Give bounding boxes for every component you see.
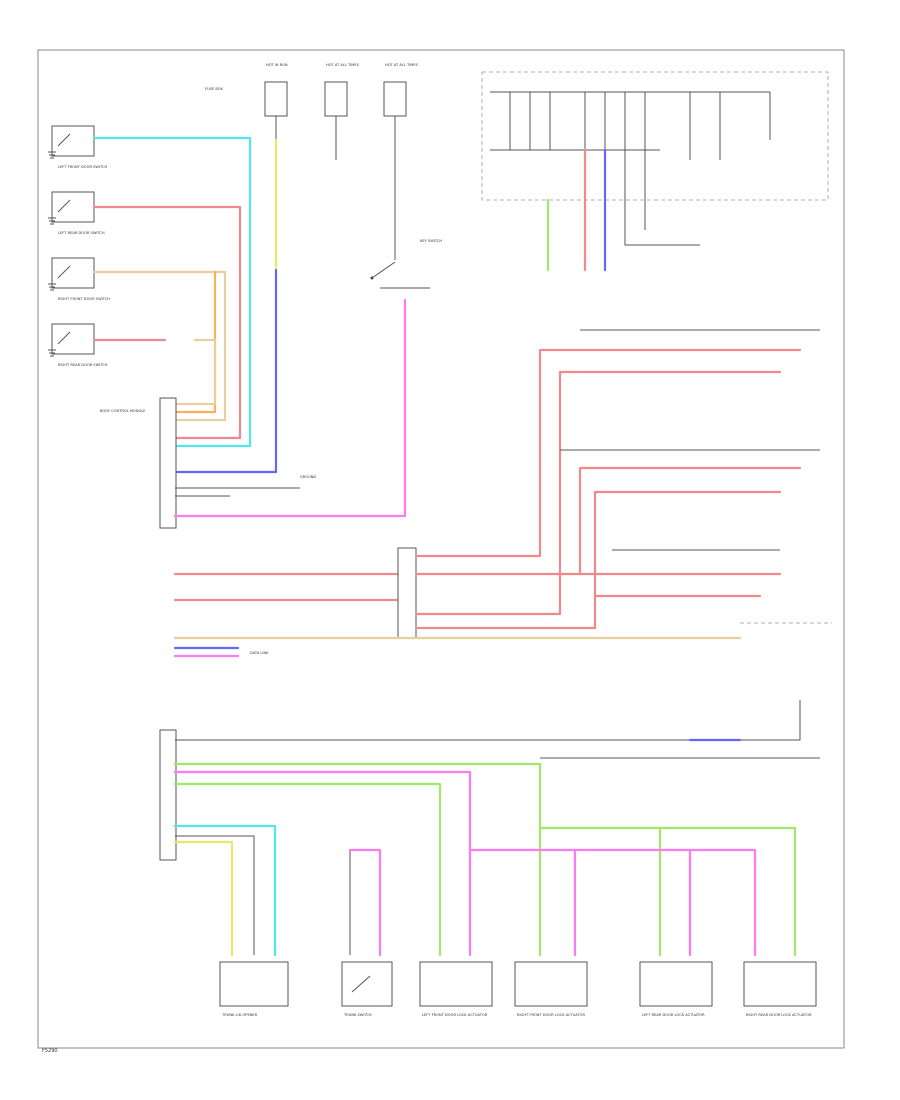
wire-green-bus: [538, 826, 797, 957]
wire-cyan-lf: [92, 136, 252, 448]
door-switch-rr: RIGHT REAR DOOR SWITCH: [51, 323, 108, 367]
door-lock-actuator-rr: [743, 961, 817, 1007]
fuse-box-label: FUSE BOX: [205, 87, 223, 91]
door-switch-lf-label: LEFT FRONT DOOR SWITCH: [58, 165, 107, 169]
wire-black-module-1: [624, 150, 700, 246]
door-switch-lr-label: LEFT REAR DOOR SWITCH: [58, 231, 105, 235]
door-switch-rf-label: RIGHT FRONT DOOR SWITCH: [58, 297, 110, 301]
wire-red-up-2: [414, 370, 782, 616]
door-switch-rf: RIGHT FRONT DOOR SWITCH: [51, 257, 110, 301]
wire-yellow-lower: [173, 840, 234, 957]
wire-red-up-4: [414, 490, 782, 630]
door-lock-actuator-rf-label: RIGHT FRONT DOOR LOCK ACTUATOR: [517, 1013, 586, 1017]
wire-red-up-3: [414, 466, 802, 576]
door-switch-rr-label: RIGHT REAR DOOR SWITCH: [58, 363, 108, 367]
fuse-1: [264, 81, 288, 117]
trunk-switch-contact: [351, 975, 371, 993]
door-lock-actuator-lf: [419, 961, 493, 1007]
data-link-label: DATA LINK: [250, 651, 269, 655]
wire-pink-trunk: [348, 848, 382, 957]
wire-green-lower-2: [173, 782, 442, 957]
door-lock-actuator-rf: [514, 961, 588, 1007]
wire-red-lr: [92, 205, 242, 440]
door-lock-actuator-lr: [639, 961, 713, 1007]
ground-symbols: [48, 151, 56, 357]
wire-pink-bus: [468, 848, 757, 957]
door-lock-actuator-lf-label: LEFT FRONT DOOR LOCK ACTUATOR: [422, 1013, 488, 1017]
bcm-connector-left: [159, 397, 177, 529]
footer-code: F5290: [42, 1048, 58, 1054]
wire-cyan-lower: [173, 824, 277, 957]
fuse-label-3: HOT AT ALL TIMES: [385, 63, 419, 67]
wire-black-lower-1: [175, 700, 801, 741]
fuse-label-2: HOT AT ALL TIMES: [326, 63, 360, 67]
wire-green-lower: [173, 762, 542, 957]
fuse-group: HOT IN RUN HOT AT ALL TIMES HOT AT ALL T…: [205, 63, 419, 117]
door-lock-actuator-lr-label: LEFT REAR DOOR LOCK ACTUATOR: [642, 1013, 705, 1017]
relay-block: [397, 547, 417, 639]
module-region-dashed: [481, 71, 829, 201]
wire-tan-rr: [173, 338, 217, 406]
trunk-lid-opener-label: TRUNK LID OPENER: [221, 1013, 258, 1017]
trunk-switch: [341, 961, 393, 1007]
fuse-3: [383, 81, 407, 117]
door-switch-lf: LEFT FRONT DOOR SWITCH: [51, 125, 107, 169]
bcm-label: BODY CONTROL MODULE: [100, 409, 146, 413]
door-lock-actuator-rr-label: RIGHT REAR DOOR LOCK ACTUATOR: [746, 1013, 812, 1017]
wire-tan-rf: [92, 270, 227, 422]
wire-orange-rf: [173, 270, 217, 414]
wire-red-up-1: [414, 348, 802, 558]
key-switch-label: KEY SWITCH: [420, 239, 442, 243]
wire-blue-fuse1: [173, 268, 278, 474]
bcm-connector-lower: [159, 729, 177, 861]
ground-label-1: GROUND: [300, 475, 316, 479]
door-switch-lr: LEFT REAR DOOR SWITCH: [51, 191, 105, 235]
wire-pink-keyslot: [173, 298, 407, 518]
fuse-2: [324, 81, 348, 117]
wire-pink-lower-1: [173, 770, 472, 957]
trunk-lid-opener: [219, 961, 289, 1007]
wire-black-lower-3: [175, 835, 255, 955]
fuse-label-1: HOT IN RUN: [266, 63, 288, 67]
diagram-frame: [37, 49, 845, 1049]
key-switch: KEY SWITCH: [370, 239, 442, 289]
trunk-switch-label: TRUNK SWITCH: [343, 1013, 372, 1017]
